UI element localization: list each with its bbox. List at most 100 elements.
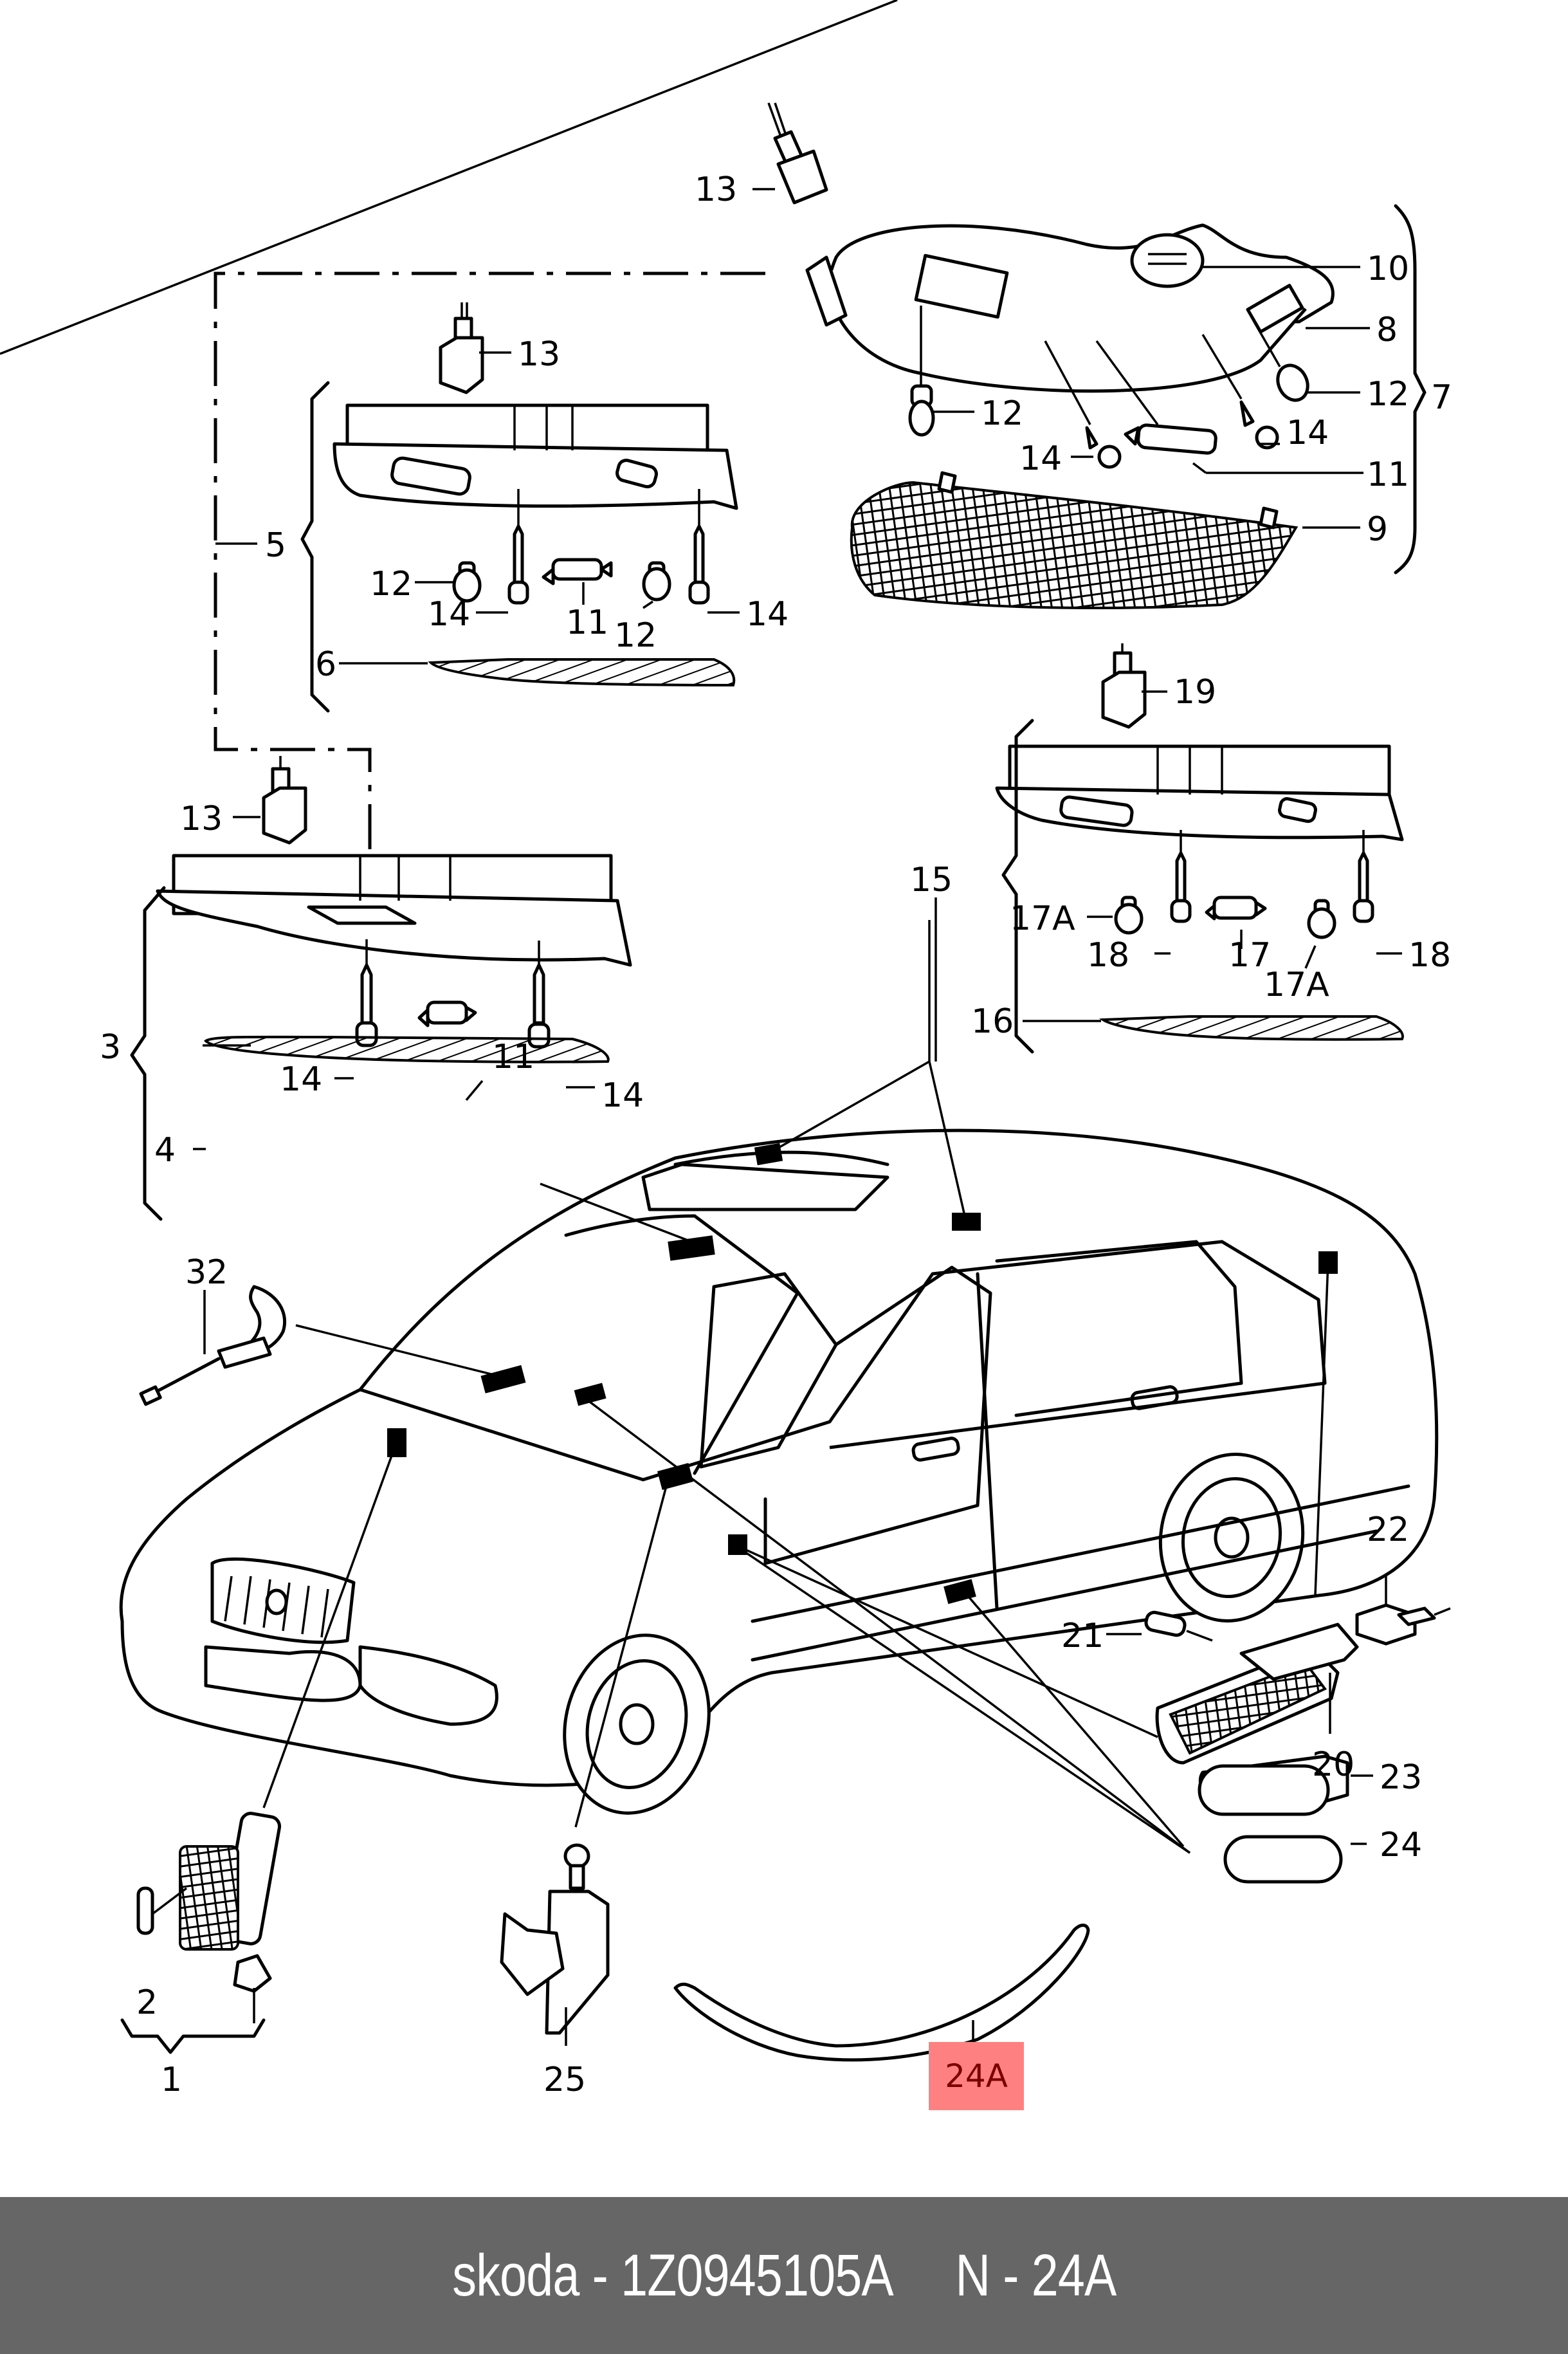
callout-18: 18 [1408,936,1451,975]
screw-14-mid-right [688,489,710,605]
bulb-17a-right [1307,899,1336,939]
brace-3 [130,886,166,1221]
callout-8: 8 [1376,311,1398,349]
callout-15: 15 [910,861,953,899]
callout-14: 14 [1019,439,1062,478]
rear-wheel [1158,1453,1305,1623]
callout-1: 1 [161,2061,182,2099]
festoon-bulb-11-low [417,1000,477,1027]
callout-6: 6 [315,645,336,684]
festoon-bulb-11-mid [542,558,613,585]
callout-2: 2 [136,1983,158,2022]
callout-22: 22 [1367,1511,1409,1549]
callout-23: 23 [1380,1758,1422,1797]
front-interior-light-assembly [0,0,1427,609]
callout-13: 13 [180,800,223,838]
lens-4 [203,1035,610,1063]
callout-4: 4 [154,1131,176,1170]
part-25-switch [500,1843,610,2046]
callout-10: 10 [1367,250,1409,288]
highlighted-part-label: 24A [945,2057,1008,2095]
callout-3: 3 [100,1028,121,1067]
location-tag [668,1235,715,1261]
location-tag [952,1213,981,1231]
footer-part-number: skoda - 1Z0945105A N - 24A [451,2242,1117,2308]
highlighted-part-box [929,2042,1024,2110]
connector-22 [1355,1576,1451,1646]
callout-24: 24 [1380,1826,1422,1864]
cable-part-32 [139,1285,287,1406]
car-outline [119,1128,1439,1815]
callout-17: 17 [1228,936,1271,975]
callout-9: 9 [1367,510,1388,549]
side-marker-lens-24 [1223,1835,1367,1884]
callout-20: 20 [1312,1745,1354,1784]
bulb-17a-left [1114,896,1144,935]
rear-light-assembly-5 [300,302,738,713]
light-assembly-15 [995,643,1404,1054]
bulb-21 [1106,1610,1213,1642]
screw-14-left [1044,340,1122,469]
callout-14: 14 [746,595,789,634]
group-frame-dashed [214,271,765,849]
callout-12: 12 [370,565,412,603]
lens-6 [428,658,736,687]
light-assembly-3 [130,756,632,1221]
festoon-bulb-11-top [1095,340,1217,455]
brace-1 [120,2018,266,2054]
festoon-bulb-17 [1205,896,1267,921]
bulb-12-left-mid [452,561,482,603]
connector-13-low [262,756,307,845]
location-tag [480,1365,526,1393]
trim-strip-24a [673,1924,1090,2062]
callout-14: 14 [428,595,470,634]
callout-11: 11 [1367,455,1409,494]
bulb-12-right-mid [642,561,671,602]
callout-7: 7 [1431,378,1452,417]
callout-leaders [193,188,1402,1354]
callout-5: 5 [265,526,286,565]
screw-14-low-left [355,939,378,1047]
lens-10 [1130,233,1205,288]
screw-14-right [1201,334,1279,450]
screw-14-mid-left [507,489,529,605]
callout-18: 18 [1087,936,1129,975]
callout-13: 13 [695,170,737,209]
callout-12: 12 [614,616,657,655]
location-tag [387,1428,406,1457]
bulb-12-left [908,306,935,437]
callout-11: 11 [566,603,608,642]
bulb-2 [136,1886,154,1935]
callout-17a: 17A [1264,966,1329,1004]
location-tag [574,1383,606,1406]
connector-13-mid [439,302,484,394]
callout-14: 14 [601,1076,644,1115]
callout-11: 11 [492,1038,534,1076]
connector-19 [1101,643,1147,729]
screw-18-left [1170,830,1192,923]
callout-19: 19 [1174,673,1216,712]
callout-12: 12 [981,394,1023,433]
front-wheel [563,1633,711,1815]
callout-16: 16 [971,1002,1014,1041]
lamp-part-1 [120,1812,282,2054]
screw-18-right [1353,830,1374,923]
callout-14: 14 [1286,414,1329,452]
bulb-12-right [1253,321,1309,402]
lens-16 [1099,1015,1404,1041]
footer-banner: skoda - 1Z0945105A N - 24A [0,2197,1568,2354]
brace-15 [1001,719,1034,1054]
callout-32: 32 [185,1253,228,1292]
brace-5 [300,381,330,713]
parts-diagram: 13 10 8 12 12 7 14 14 11 9 13 5 12 14 11… [0,0,1452,2099]
callout-13: 13 [518,335,560,374]
callout-17a: 17A [1010,899,1075,938]
callout-14: 14 [280,1060,322,1099]
callout-21: 21 [1061,1617,1104,1655]
lens-9 [850,481,1299,609]
brace-7 [1394,204,1427,575]
door-light-20 [1155,1623,1359,1765]
callout-12: 12 [1367,375,1409,414]
callout-25: 25 [543,2061,586,2099]
callout-labels: 13 10 8 12 12 7 14 14 11 9 13 5 12 14 11… [100,170,1452,2099]
